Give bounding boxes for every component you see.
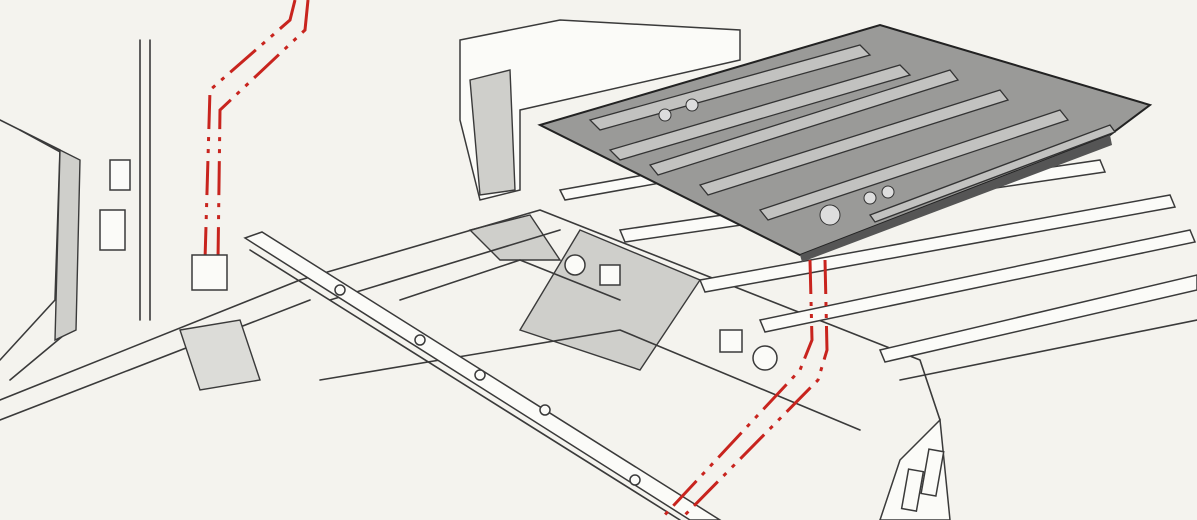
center-tunnel — [179, 19, 941, 520]
mounting-block — [191, 254, 228, 291]
assembly-guide-lines — [203, 0, 829, 520]
cross-member — [243, 231, 722, 520]
body-side-pillar — [0, 39, 311, 421]
rear-corner — [879, 418, 951, 520]
floor-panel — [537, 23, 1153, 262]
